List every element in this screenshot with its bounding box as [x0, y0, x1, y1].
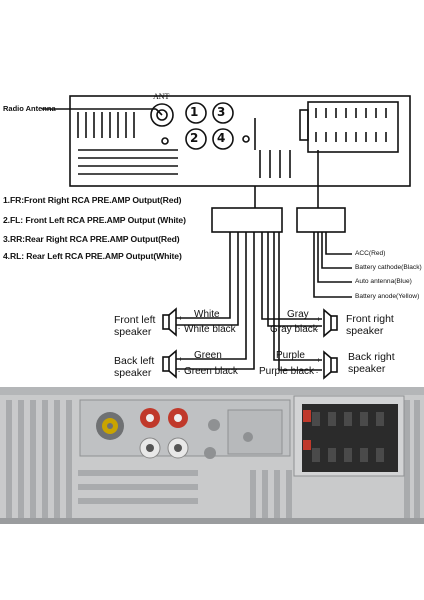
rca-socket-1-drawing — [185, 102, 207, 124]
back-right-pos-wire — [273, 232, 322, 361]
back-right-neg-label: Purple black — [259, 366, 315, 377]
rca-number-4: 4 — [217, 131, 226, 145]
rear-panel-photo — [0, 387, 424, 524]
front-right-pos-wire — [261, 232, 322, 320]
rca-output-fl: 2.FL: Front Left RCA PRE.AMP Output (Whi… — [3, 215, 186, 225]
front-left-neg-label: White black — [184, 324, 236, 335]
front-right-speaker-label: Front right speaker — [346, 313, 394, 337]
svg-text:+: + — [178, 356, 183, 363]
battery-anode-label: Battery anode(Yellow) — [355, 293, 420, 300]
rca-number-3: 3 — [217, 105, 226, 119]
rca-output-fr: 1.FR:Front Right RCA PRE.AMP Output(Red) — [3, 195, 182, 205]
head-unit-outline — [69, 95, 411, 187]
battery-anode-wire — [313, 232, 352, 298]
ant-connector-label: ANT — [153, 92, 170, 101]
rca-junction-box — [211, 207, 283, 233]
front-right-pos-label: Gray — [287, 309, 309, 320]
back-left-speaker-label: Back left speaker — [114, 355, 155, 379]
radio-antenna-label: Radio Antenna — [3, 104, 56, 113]
svg-text:-: - — [178, 325, 180, 332]
power-junction-box — [296, 207, 346, 233]
rca-number-1: 1 — [190, 105, 199, 119]
rca-number-2: 2 — [190, 131, 199, 145]
iso-connector-drawing — [307, 101, 399, 153]
rca-socket-3-drawing — [212, 102, 234, 124]
rca-output-rl: 4.RL: Rear Left RCA PRE.AMP Output(White… — [3, 251, 182, 261]
rca-socket-2-drawing — [185, 128, 207, 150]
svg-text:-: - — [178, 368, 180, 375]
auto-antenna-label: Auto antenna(Blue) — [355, 278, 412, 285]
front-right-neg-wire — [267, 232, 322, 327]
front-left-neg-wire — [176, 232, 239, 326]
acc-label: ACC(Red) — [355, 250, 386, 257]
svg-text:-: - — [316, 369, 318, 376]
back-right-speaker-label: Back right speaker — [348, 351, 395, 375]
back-left-neg-wire — [176, 232, 255, 370]
battery-cathode-label: Battery cathode(Black) — [355, 264, 422, 271]
rca-output-rr: 3.RR:Rear Right RCA PRE.AMP Output(Red) — [3, 234, 180, 244]
rca-socket-4-drawing — [212, 128, 234, 150]
front-right-neg-label: Gray black — [270, 324, 318, 335]
front-left-pos-label: White — [194, 309, 220, 320]
auto-antenna-wire — [317, 232, 352, 283]
svg-text:+: + — [316, 316, 321, 323]
front-left-speaker-label: Front left speaker — [114, 314, 156, 338]
svg-text:+: + — [316, 357, 321, 364]
front-left-pos-wire — [176, 232, 231, 319]
back-left-neg-label: Green black — [184, 366, 238, 377]
ant-socket-drawing — [150, 103, 174, 127]
back-left-pos-wire — [176, 232, 247, 360]
back-right-neg-wire — [278, 232, 322, 371]
back-right-pos-label: Purple — [276, 350, 305, 361]
svg-text:+: + — [178, 315, 183, 322]
svg-text:-: - — [316, 326, 318, 333]
back-left-pos-label: Green — [194, 350, 222, 361]
battery-cathode-wire — [321, 232, 352, 269]
acc-wire — [325, 232, 352, 255]
